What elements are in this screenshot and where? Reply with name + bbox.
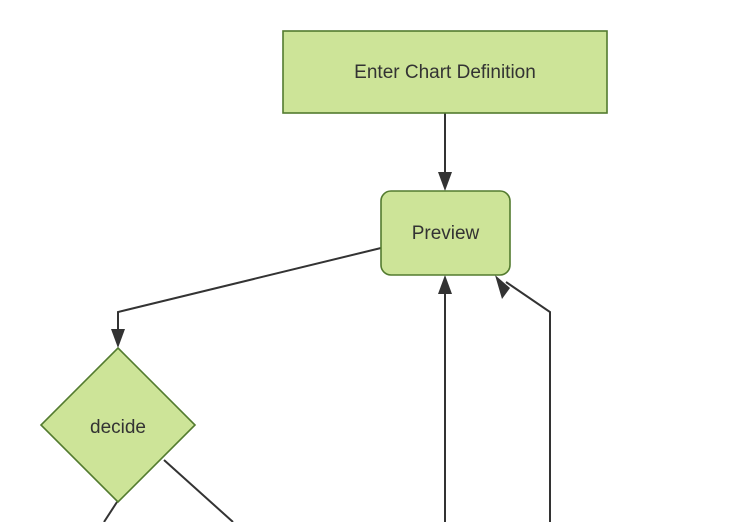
arrowhead-icon [438,275,452,294]
node-enter-chart-definition[interactable]: Enter Chart Definition [282,30,608,114]
edge-line [117,247,382,334]
edge-bottom-right-to-preview [495,275,551,522]
edge-line [103,501,118,522]
arrowhead-icon [111,329,125,348]
node-preview[interactable]: Preview [380,190,511,276]
edge-enter-to-preview [438,113,452,191]
edge-preview-to-decide [111,247,382,348]
edge-bottom-center-to-preview [438,275,452,522]
node-decide[interactable]: decide [39,346,197,504]
arrowhead-icon [495,275,510,299]
edge-line [163,459,234,522]
node-label-preview: Preview [412,223,480,244]
edge-decide-bottom-right [163,459,234,522]
node-label-enter-chart-definition: Enter Chart Definition [354,62,536,83]
node-diamond[interactable] [39,346,197,504]
node-rectangle[interactable] [282,30,608,114]
edge-line [505,281,551,522]
edge-decide-bottom-left [103,501,118,522]
arrowhead-icon [438,172,452,191]
node-label-decide: decide [90,417,146,438]
node-rounded-rectangle[interactable] [380,190,511,276]
